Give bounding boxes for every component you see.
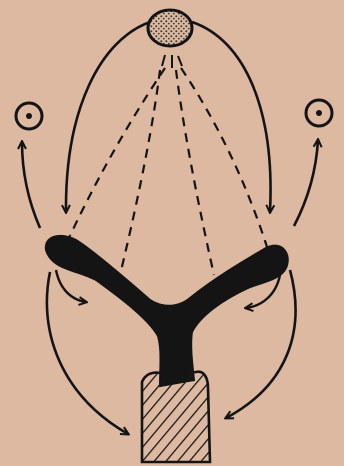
arrow-right-up (294, 140, 318, 226)
dashed-line-outer-right (181, 68, 268, 250)
hatched-base-block (142, 372, 210, 462)
right-circle-marker-icon (306, 100, 332, 126)
top-circle-icon (148, 10, 192, 46)
dashed-line-outer-left (68, 68, 165, 240)
y-shaped-dark-body (46, 236, 288, 386)
arrow-left-up (22, 142, 40, 228)
dashed-converging-lines (68, 68, 268, 275)
arrow-left-to-base (47, 272, 128, 434)
dashed-line-inner-right (176, 70, 214, 275)
left-circle-marker-icon (16, 103, 42, 129)
dashed-line-inner-left (120, 70, 160, 275)
arrow-top-to-right (192, 22, 271, 212)
arrow-top-to-left (66, 22, 150, 212)
top-tick-marks (162, 55, 182, 68)
